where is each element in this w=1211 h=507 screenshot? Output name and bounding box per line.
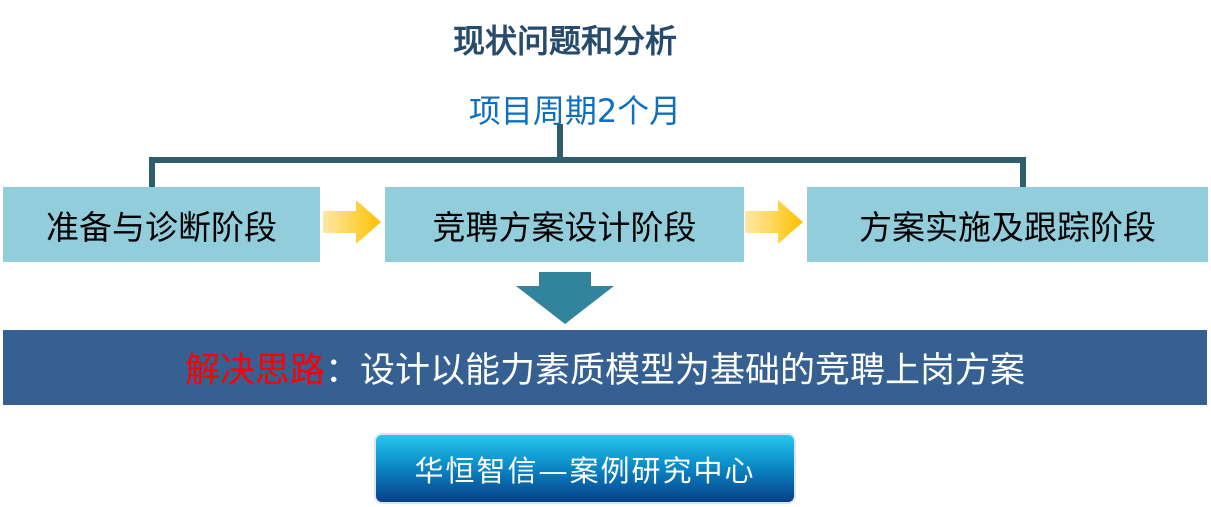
- stage-preparation: 准备与诊断阶段: [3, 187, 320, 262]
- right-arrow-icon: [745, 200, 803, 244]
- stage-implementation: 方案实施及跟踪阶段: [807, 187, 1208, 262]
- solution-label: 解决思路: [184, 351, 325, 391]
- case-center-badge: 华恒智信—案例研究中心: [376, 435, 794, 502]
- down-arrow-icon: [516, 272, 614, 324]
- project-duration: 项目周期2个月: [468, 92, 682, 130]
- right-arrow-icon: [323, 200, 381, 244]
- solution-banner: 解决思路：设计以能力素质模型为基础的竞聘上岗方案: [3, 330, 1207, 405]
- slide-title: 现状问题和分析: [452, 22, 677, 60]
- stage-design: 竞聘方案设计阶段: [385, 187, 744, 262]
- solution-text: ：设计以能力素质模型为基础的竞聘上岗方案: [325, 351, 1026, 391]
